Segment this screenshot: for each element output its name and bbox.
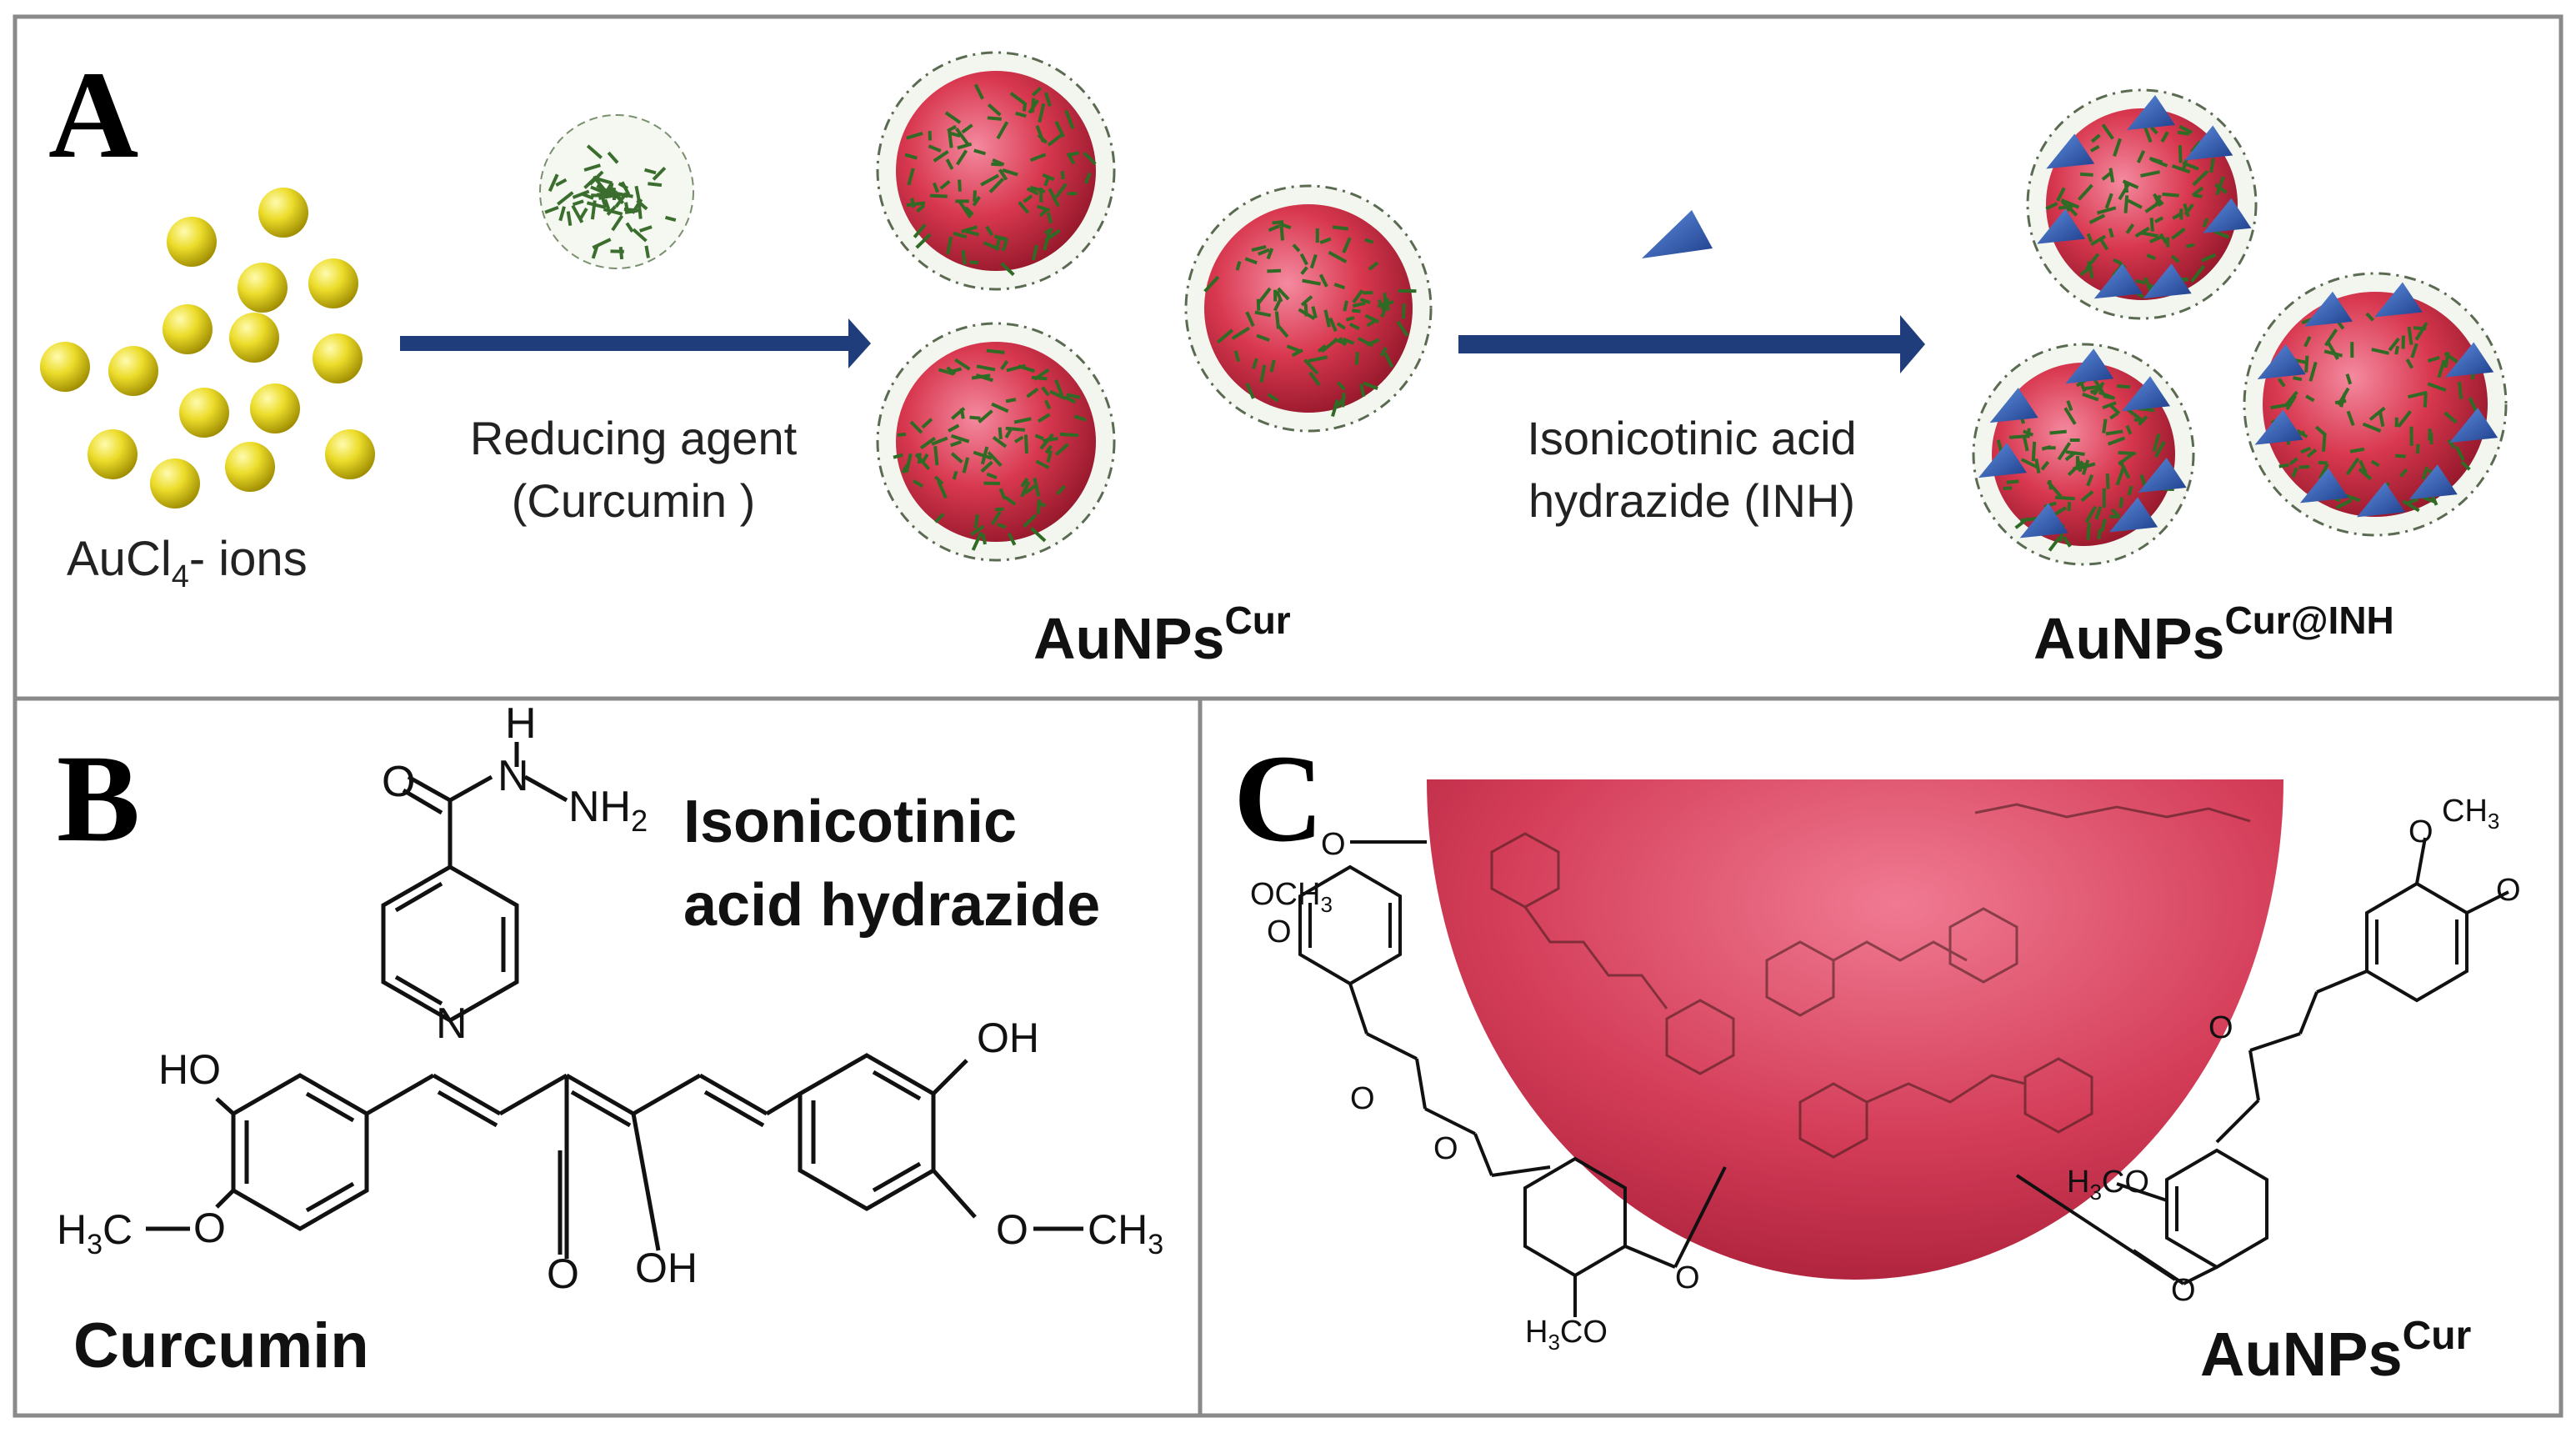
c-atom-o4: O — [1433, 1131, 1458, 1166]
gold-ion-icon — [108, 346, 158, 396]
c-atom-o9: O — [2171, 1273, 2196, 1308]
gold-ion-icon — [88, 429, 138, 479]
gold-ions-label: AuCl4- ions — [67, 532, 308, 594]
gold-ion-icon — [238, 263, 288, 313]
cur-atom-ho: HO — [158, 1046, 221, 1093]
gold-ion-icon — [325, 429, 375, 479]
c-atom-o3: O — [1350, 1081, 1375, 1116]
panel-c-letter: C — [1233, 729, 1323, 868]
reaction-arrow-2-head — [1900, 315, 1925, 373]
cur-atom-o-left: O — [193, 1205, 226, 1251]
cur-atom-ch3: CH3 — [1088, 1206, 1163, 1260]
cur-atom-o-keto: O — [547, 1250, 579, 1297]
panel-b-letter: B — [57, 729, 140, 868]
nanoparticle-icon — [1186, 186, 1431, 431]
gold-ion-icon — [258, 188, 308, 238]
inh-name-line-2: acid hydrazide — [683, 872, 1100, 939]
cur-atom-oh-right: OH — [977, 1015, 1039, 1061]
inh-atom-n1: N — [498, 752, 529, 800]
product-1-label: AuNPsCur — [1033, 599, 1291, 671]
nanoparticle-icon — [2244, 273, 2506, 535]
reaction-arrow-1-head — [848, 318, 871, 368]
arrow-2-label-line-2: hydrazide (INH) — [1528, 474, 1855, 527]
gold-ion-icon — [313, 333, 363, 383]
inh-atom-h: H — [505, 699, 537, 748]
c-atom-o2: O — [1267, 914, 1292, 949]
nanoparticle-icon — [2028, 90, 2256, 318]
c-atom-h3co-right: H3CO — [2067, 1165, 2149, 1205]
gold-ion-cluster — [40, 188, 375, 509]
gold-ion-icon — [167, 217, 217, 267]
gold-ion-icon — [308, 258, 358, 308]
inh-atom-n-ring: N — [436, 1000, 468, 1048]
product-2-label: AuNPsCur@INH — [2033, 599, 2394, 671]
gold-ion-icon — [225, 442, 275, 492]
nanoparticle-icon — [878, 53, 1114, 289]
curcumin-cluster-icon — [540, 115, 693, 268]
panel-c-product-label: AuNPsCur — [2200, 1314, 2471, 1389]
c-atom-o8: O — [2208, 1010, 2233, 1045]
nanoparticle-icon — [1973, 344, 2193, 564]
gold-ion-icon — [150, 458, 200, 509]
inh-cone-icon — [1642, 210, 1713, 258]
large-nanoparticle — [1427, 779, 2283, 1280]
cur-atom-h3c: H3C — [57, 1206, 133, 1260]
arrow-1-label-line-1: Reducing agent — [470, 412, 798, 464]
reaction-arrow-2 — [1458, 335, 1900, 353]
cur-atom-oh-enol: OH — [635, 1245, 698, 1291]
c-atom-o1: O — [1321, 827, 1346, 862]
panel-a-letter: A — [48, 46, 138, 184]
gold-ion-icon — [229, 313, 279, 363]
arrow-1-label-line-2: (Curcumin ) — [512, 474, 755, 527]
gold-ion-icon — [179, 388, 229, 438]
gold-ion-icon — [250, 383, 300, 433]
inh-name-line-1: Isonicotinic — [683, 789, 1017, 855]
inh-atom-nh2: NH2 — [568, 783, 648, 838]
c-atom-o6: O — [2408, 814, 2433, 849]
nanoparticle-group-cur — [878, 53, 1431, 560]
curcumin-name: Curcumin — [73, 1310, 369, 1381]
nanoparticle-icon — [878, 323, 1114, 560]
gold-ion-icon — [163, 304, 213, 354]
gold-ion-icon — [40, 342, 90, 392]
cur-atom-o-right: O — [996, 1206, 1028, 1253]
nanoparticle-group-cur-inh — [1973, 90, 2506, 564]
inh-atom-o: O — [382, 758, 415, 806]
arrow-2-label-line-1: Isonicotinic acid — [1527, 412, 1856, 464]
c-atom-o5: O — [1675, 1260, 1700, 1295]
c-atom-och3-left: OCH3 — [1250, 877, 1333, 917]
curcumin-structure — [146, 1055, 1083, 1259]
c-atom-o7: O — [2496, 873, 2521, 908]
c-atom-h3co-left: H3CO — [1525, 1315, 1608, 1355]
c-atom-ch3-right: CH3 — [2442, 794, 2499, 834]
